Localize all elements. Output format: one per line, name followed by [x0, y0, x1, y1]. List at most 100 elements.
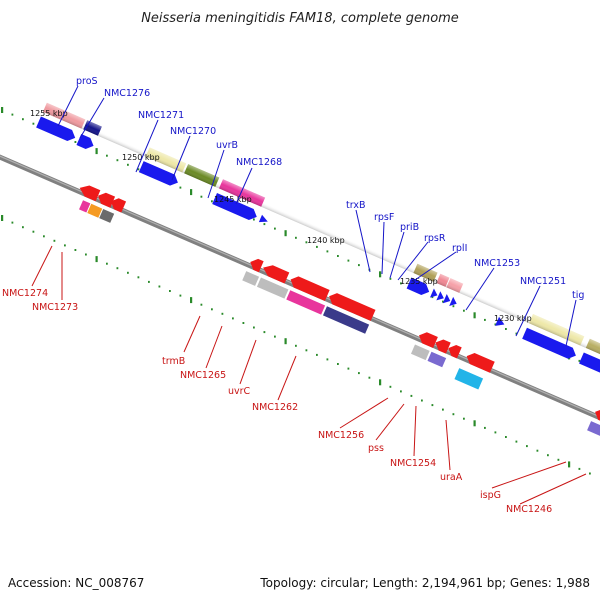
tick-dot [389, 385, 392, 388]
tick-dot [127, 271, 129, 274]
tick-mark [379, 271, 382, 278]
gene-arrow [449, 296, 457, 306]
gene-label[interactable]: uvrB [216, 140, 238, 151]
tick-label: 1255 kbp [30, 109, 68, 118]
tick-dot [137, 168, 140, 171]
gene-label[interactable]: NMC1273 [32, 302, 78, 313]
tick-dot [578, 359, 581, 362]
tick-dot [326, 250, 329, 253]
gene-label[interactable]: trxB [346, 200, 366, 211]
gene-label[interactable]: rplI [452, 243, 467, 254]
cds-forward [36, 116, 600, 374]
cog-bar [427, 351, 447, 368]
tick-dot [169, 290, 171, 292]
gene-label[interactable]: NMC1271 [138, 110, 184, 121]
tick-dot [295, 236, 297, 239]
tick-dot [211, 200, 213, 203]
gene-label[interactable]: rpsF [374, 212, 394, 223]
tick-dot [179, 294, 182, 297]
tick-dot [400, 282, 402, 285]
gene-label[interactable]: NMC1265 [180, 370, 226, 381]
cog-bar [587, 421, 600, 440]
tick-dot [505, 436, 507, 438]
gene-arrow [76, 134, 94, 149]
tick-dot [557, 458, 560, 461]
gene-label[interactable]: NMC1262 [252, 402, 298, 413]
tick-label: 1235 kbp [400, 277, 438, 286]
gene-label[interactable]: ispG [480, 490, 501, 501]
tick-mark [190, 297, 193, 304]
gene-arrow [138, 161, 178, 186]
tick-label: 1230 kbp [494, 314, 532, 323]
tick-dot [11, 221, 14, 224]
genome-summary-text: Topology: circular; Length: 2,194,961 bp… [259, 576, 590, 590]
tick-label: 1250 kbp [122, 153, 160, 162]
tick-dot [74, 141, 77, 143]
tick-dot [578, 467, 581, 470]
gene-arrow [79, 185, 101, 202]
gene-label[interactable]: pss [368, 443, 384, 454]
gene-labels-top: proS NMC1276 NMC1271 NMC1270 uvrB NMC126… [76, 76, 584, 301]
gene-arrow [448, 345, 462, 359]
gene-label[interactable]: tig [572, 290, 584, 301]
tick-dot [106, 262, 108, 265]
gene-arrow [418, 332, 438, 349]
tick-mark [284, 338, 287, 345]
gene-label[interactable]: NMC1253 [474, 258, 520, 269]
tick-dot [421, 399, 423, 402]
gene-labels-bottom: NMC1274 NMC1273 trmB NMC1265 uvrC NMC126… [2, 288, 552, 515]
gene-label[interactable]: proS [76, 76, 98, 87]
tick-dot [179, 186, 182, 189]
cog-bar [322, 306, 370, 334]
gene-label[interactable]: priB [400, 222, 419, 233]
tick-dot [32, 122, 35, 125]
tick-dot [589, 472, 591, 475]
gene-label[interactable]: NMC1276 [104, 88, 150, 99]
tick-dot [389, 277, 392, 280]
cog-bar [99, 208, 115, 223]
gene-label[interactable]: NMC1256 [318, 430, 364, 441]
tick-dot [442, 408, 444, 411]
gene-label[interactable]: NMC1251 [520, 276, 566, 287]
gene-label[interactable]: NMC1270 [170, 126, 216, 137]
cog-bar [242, 271, 260, 286]
tick-dot [326, 358, 329, 361]
gene-arrow [442, 294, 451, 304]
cog-bar [87, 203, 103, 218]
labels-lower [31, 245, 587, 505]
tick-dot [526, 445, 528, 448]
cds-reverse [79, 185, 600, 429]
gene-label[interactable]: NMC1246 [506, 504, 552, 515]
gene-label[interactable]: NMC1268 [236, 157, 282, 168]
tick-dot [410, 394, 413, 397]
tick-label: 1245 kbp [214, 195, 252, 204]
cog-bar [286, 290, 326, 315]
scale-ticks: 1255 kbp 1250 kbp 1245 kbp 1240 kbp 1235… [30, 109, 532, 323]
tick-dot [22, 118, 24, 121]
gene-arrow [429, 288, 438, 298]
tick-dot [11, 113, 14, 116]
gene-label[interactable]: NMC1254 [390, 458, 436, 469]
gene-label[interactable]: NMC1274 [2, 288, 48, 299]
tick-dot [85, 253, 87, 256]
tick-dot [463, 417, 465, 420]
gene-label[interactable]: uraA [440, 472, 463, 483]
gene-arrow [579, 352, 600, 374]
gene-label[interactable]: trmB [162, 356, 185, 367]
gene-label[interactable]: rpsR [424, 233, 446, 244]
gene-arrow [329, 293, 376, 321]
gene-arrow [436, 291, 444, 301]
tick-dot [137, 276, 140, 279]
tick-dot [442, 300, 444, 303]
tick-dot [452, 413, 455, 416]
cog-bar [79, 200, 91, 213]
tick-dot [253, 326, 255, 329]
gene-arrow [258, 214, 268, 223]
tick-dot [358, 264, 360, 267]
tick-dot [494, 431, 497, 434]
tick-dot [505, 328, 507, 330]
tick-dot [305, 349, 308, 352]
gene-label[interactable]: uvrC [228, 386, 251, 397]
tick-dot [116, 267, 119, 270]
